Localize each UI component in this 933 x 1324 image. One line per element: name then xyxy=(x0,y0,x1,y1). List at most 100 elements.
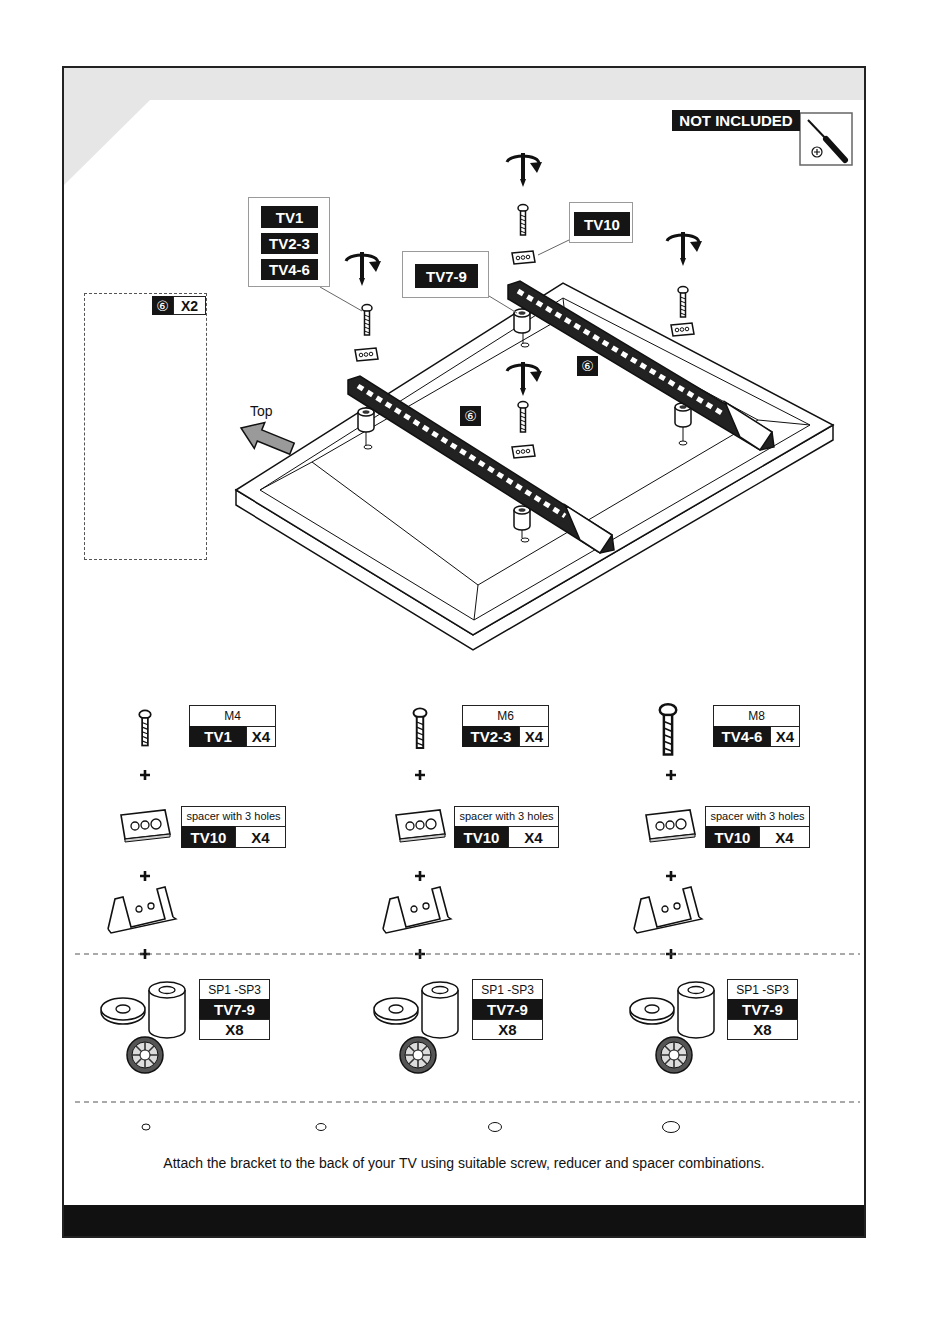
wall-bracket xyxy=(508,281,774,450)
washer-set-icon xyxy=(101,982,185,1073)
node-text: ⑥ xyxy=(577,356,598,376)
tv-hole xyxy=(364,445,372,449)
leader-line xyxy=(320,240,569,313)
footer-band xyxy=(64,1205,864,1236)
hole-size-guide xyxy=(142,1124,150,1130)
node-text: X4 xyxy=(519,726,549,747)
callout-number: ⑥ xyxy=(577,356,598,376)
plus-symbol xyxy=(415,871,425,881)
node-text: X8 xyxy=(472,1019,543,1040)
rotate-arrow xyxy=(346,252,381,286)
node-text: SP1 -SP3 xyxy=(727,979,798,1000)
plus-symbol xyxy=(666,871,676,881)
bracket-hook xyxy=(565,505,612,553)
phillips-cross xyxy=(814,149,820,155)
spacer-plate xyxy=(671,323,694,336)
node-text: M8 xyxy=(713,705,800,727)
corner-fold xyxy=(64,100,150,185)
node-text: X2 xyxy=(173,296,206,315)
node-text: TV10 xyxy=(181,826,236,848)
node-text: TV7-9 xyxy=(727,999,798,1020)
node-text: X8 xyxy=(199,1019,270,1040)
node-text: TV1 xyxy=(189,726,247,747)
node-text: ⑥ xyxy=(460,406,481,426)
screwdriver-handle xyxy=(826,139,845,160)
bracket-slots xyxy=(518,291,725,415)
top-arrow xyxy=(236,415,297,462)
node-text: SP1 -SP3 xyxy=(472,979,543,1000)
spacer-plate-icon xyxy=(396,810,445,842)
bracket-piece-icon xyxy=(108,887,176,933)
screw xyxy=(362,305,372,336)
screw-table: M8TV4-6X4 xyxy=(713,705,800,747)
screw xyxy=(518,402,528,433)
node-text: X4 xyxy=(770,726,800,747)
spacer-table: spacer with 3 holesTV10X4 xyxy=(705,806,810,848)
part-label: Top xyxy=(250,403,273,419)
node-text: spacer with 3 holes xyxy=(705,806,810,827)
screw xyxy=(678,287,688,318)
node-text: M4 xyxy=(189,705,276,727)
node-text: TV10 xyxy=(454,826,509,848)
node-text: X8 xyxy=(727,1019,798,1040)
header-band xyxy=(64,68,864,100)
tool-box xyxy=(800,113,852,165)
rotate-arrow xyxy=(507,362,542,396)
separator-line xyxy=(75,954,860,955)
bracket-piece-icon xyxy=(634,887,702,933)
page-frame xyxy=(63,67,865,1237)
spacer-plate-icon xyxy=(646,810,695,842)
bracket-hook xyxy=(725,402,772,450)
node-text: SP1 -SP3 xyxy=(199,979,270,1000)
node-text: TV7-9 xyxy=(199,999,270,1020)
screw-m4-icon xyxy=(139,710,151,745)
callout-number: ⑥ xyxy=(460,406,481,426)
caption-text: Attach the bracket to the back of your T… xyxy=(63,1155,865,1171)
node-text: TV7-9 xyxy=(472,999,543,1020)
tv-panel xyxy=(312,316,758,585)
node-text: X4 xyxy=(759,826,810,848)
node-text: TV2-3 xyxy=(261,233,318,254)
tv-hole xyxy=(679,441,687,445)
spacer-plate xyxy=(355,348,378,361)
node-text: spacer with 3 holes xyxy=(181,806,286,827)
screw-table: M4TV1X4 xyxy=(189,705,276,747)
tv-size-box: TV7-9 xyxy=(402,251,489,298)
plus-symbol xyxy=(666,770,676,780)
node-text: TV7-9 xyxy=(415,264,478,288)
rotate-arrow xyxy=(667,232,702,266)
node-text: X4 xyxy=(508,826,559,848)
bracket-slots xyxy=(358,386,565,516)
node-text: X4 xyxy=(246,726,276,747)
bracket-piece-icon xyxy=(383,887,451,933)
screw-m6-icon xyxy=(414,708,427,748)
hole-size-guide xyxy=(663,1122,680,1133)
node-text: TV10 xyxy=(705,826,760,848)
node-text: TV1 xyxy=(261,206,318,228)
tv-size-box: TV1TV2-3TV4-6 xyxy=(248,197,330,287)
washer-table: SP1 -SP3TV7-9X8 xyxy=(472,979,543,1040)
spacer-plate xyxy=(512,445,535,458)
plus-symbol xyxy=(415,770,425,780)
washer-table: SP1 -SP3TV7-9X8 xyxy=(727,979,798,1040)
spacer-cylinder xyxy=(358,408,374,432)
tv-back xyxy=(236,283,833,635)
tv-hole xyxy=(521,343,529,347)
node-text: spacer with 3 holes xyxy=(454,806,559,827)
parts-box: ⑥X2 xyxy=(84,293,207,560)
bracket-bar xyxy=(348,376,614,553)
tv-hole xyxy=(521,538,529,542)
tv-size-box: TV10 xyxy=(569,202,633,243)
washer-set-icon xyxy=(374,982,458,1073)
plus-symbol xyxy=(140,871,150,881)
node-text: TV4-6 xyxy=(713,726,771,747)
washer-set-icon xyxy=(630,982,714,1073)
plus-symbol xyxy=(140,770,150,780)
node-text: ⑥ xyxy=(152,296,173,315)
node-text: TV2-3 xyxy=(462,726,520,747)
spacer-plate-icon xyxy=(121,810,170,842)
node-text: TV4-6 xyxy=(261,259,318,280)
wall-bracket xyxy=(348,376,614,553)
